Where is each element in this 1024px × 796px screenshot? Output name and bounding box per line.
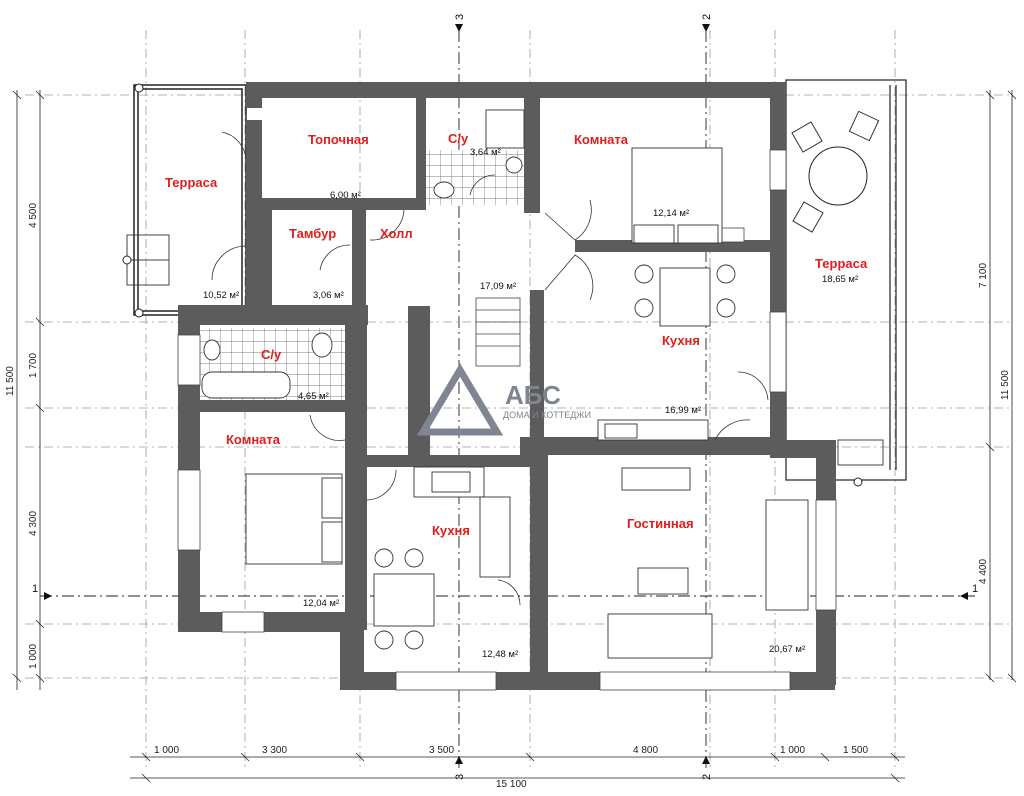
dim-right-total: 11 500: [1000, 370, 1011, 400]
right-dimensions: [985, 90, 1017, 683]
axis-2-top-marker: [702, 24, 710, 32]
right-dimension-labels: 7 100 4 400 11 500: [978, 263, 1011, 584]
room-areas: 10,52 м² 6,00 м² 3,64 м² 12,14 м² 3,06 м…: [203, 147, 858, 660]
axis-label-2-top: 2: [701, 14, 713, 20]
dim-left-3: 4 300: [28, 511, 39, 536]
room-area-kitchen-top: 16,99 м²: [665, 405, 701, 416]
dim-right-1: 7 100: [978, 263, 989, 288]
dim-bottom-1: 1 000: [154, 745, 179, 756]
doors: [211, 131, 769, 606]
room-area-vestibule: 3,06 м²: [313, 290, 344, 301]
room-name-hall: Холл: [380, 226, 413, 241]
room-name-kitchen-top: Кухня: [662, 333, 700, 348]
axis-label-1-left: 1: [32, 583, 38, 595]
right-terrace-railing: [785, 79, 907, 487]
axis-label-1-right: 1: [972, 583, 978, 595]
axis-markers: [44, 24, 968, 764]
logo-subtitle: ДОМА И КОТТЕДЖИ: [503, 410, 591, 420]
dim-bottom-2: 3 300: [262, 745, 287, 756]
logo-title: АБС: [505, 380, 561, 410]
company-logo: АБС ДОМА И КОТТЕДЖИ: [416, 363, 591, 436]
room-area-wc-top: 3,64 м²: [470, 147, 501, 158]
furniture: [201, 109, 809, 659]
bottom-dimensions: [130, 752, 905, 783]
axis-label-3-bottom: 3: [454, 774, 466, 780]
dim-left-2: 1 700: [28, 353, 39, 378]
room-name-bedroom-bottom: Комната: [226, 432, 281, 447]
room-area-bedroom-bottom: 12,04 м²: [303, 598, 339, 609]
axis-label-2-bottom: 2: [701, 774, 713, 780]
left-terrace-railing: [122, 83, 247, 318]
left-dimensions: [12, 90, 45, 690]
room-area-hall: 17,09 м²: [480, 281, 516, 292]
axis-2-bottom-marker: [702, 756, 710, 764]
axis-3-bottom-marker: [455, 756, 463, 764]
room-names: Терраса Топочная С/у Комната Тамбур Холл…: [165, 131, 868, 538]
room-name-terrace-right: Терраса: [815, 256, 868, 271]
axis-3-top-marker: [455, 24, 463, 32]
stairs: [475, 297, 521, 367]
dim-bottom-3: 3 500: [429, 745, 454, 756]
room-name-living: Гостинная: [627, 516, 694, 531]
dim-left-total: 11 500: [5, 366, 16, 396]
room-name-boiler: Топочная: [308, 132, 369, 147]
dim-right-2: 4 400: [978, 559, 989, 584]
room-name-terrace-left: Терраса: [165, 175, 218, 190]
left-dimension-labels: 4 500 1 700 4 300 1 000 11 500: [5, 203, 39, 669]
room-name-vestibule: Тамбур: [289, 226, 336, 241]
room-area-terrace-right: 18,65 м²: [822, 274, 858, 285]
room-area-living: 20,67 м²: [769, 644, 805, 655]
room-name-bedroom-top: Комната: [574, 132, 629, 147]
room-name-wc-left: С/у: [261, 347, 282, 362]
windows: [177, 149, 837, 691]
axis-label-3-top: 3: [454, 14, 466, 20]
dim-bottom-4: 4 800: [633, 745, 658, 756]
dim-left-1: 4 500: [28, 203, 39, 228]
room-area-kitchen-bottom: 12,48 м²: [482, 649, 518, 660]
room-name-wc-top: С/у: [448, 131, 469, 146]
dim-bottom-6: 1 500: [843, 745, 868, 756]
room-area-bedroom-top: 12,14 м²: [653, 208, 689, 219]
room-name-kitchen-bottom: Кухня: [432, 523, 470, 538]
bottom-dimension-labels: 1 000 3 300 3 500 4 800 1 000 1 500 15 1…: [154, 745, 868, 790]
axis-1-left-marker: [44, 592, 52, 600]
axis-labels: 3 2 3 2 1 1: [32, 14, 978, 780]
axis-1-right-marker: [960, 592, 968, 600]
dim-left-4: 1 000: [28, 644, 39, 669]
room-area-wc-left: 4,65 м²: [298, 391, 329, 402]
dim-bottom-total: 15 100: [496, 779, 527, 790]
room-area-terrace-left: 10,52 м²: [203, 290, 239, 301]
dim-bottom-5: 1 000: [780, 745, 805, 756]
room-area-boiler: 6,00 м²: [330, 190, 361, 201]
